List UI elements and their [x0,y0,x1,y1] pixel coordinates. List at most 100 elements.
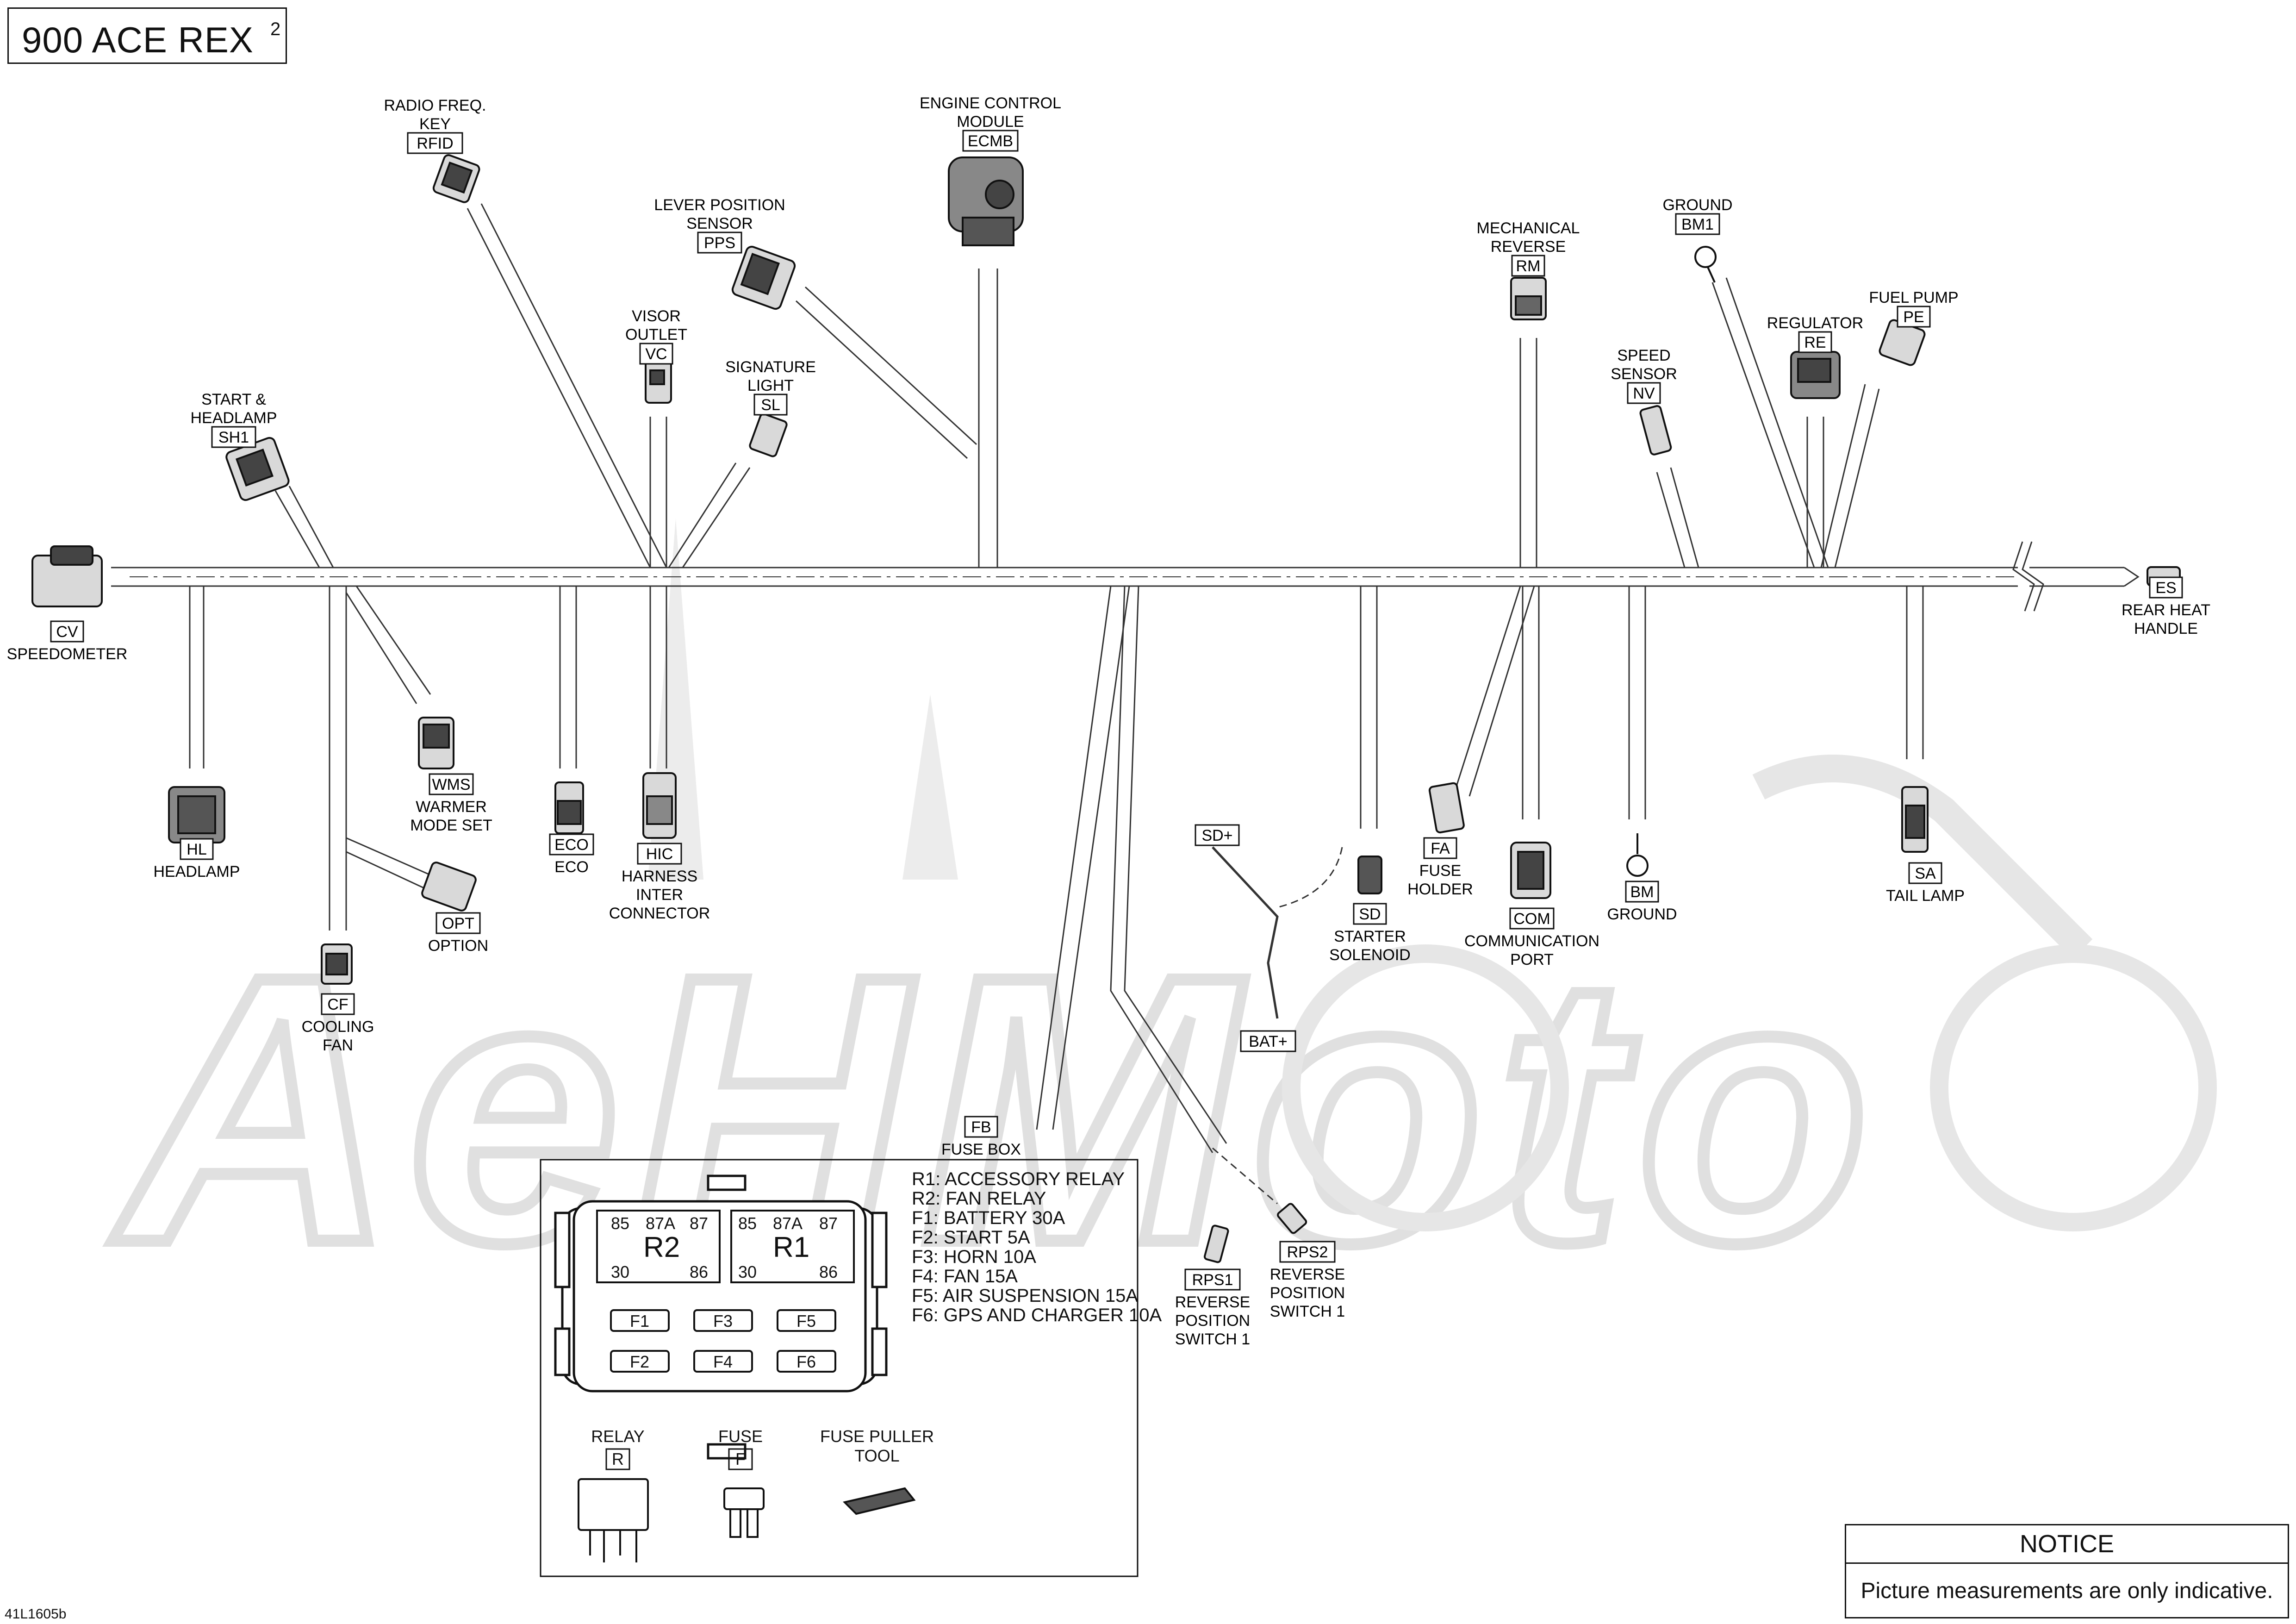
connector-code: ES [2155,579,2176,597]
diagram-title-superscript: 2 [270,19,281,39]
sa-connector-icon [1901,786,1929,853]
connector-description: REGULATOR [1767,314,1863,332]
connector-description: GROUND [1662,196,1732,214]
connector-description: SENSOR [686,215,753,232]
relay-r2-name: R2 [643,1231,680,1263]
pin-label: 30 [738,1262,757,1281]
connector-code: NV [1633,385,1655,402]
connector-code-box [407,132,463,154]
pin-label: 87 [690,1214,708,1233]
connector-code-box [964,1116,998,1138]
fuse-slot-labels: F1 F3 F5 F2 F4 F6 [630,1312,816,1371]
connector-description: OPTION [428,937,488,955]
connector-code-box [639,343,673,365]
connector-description: INTER [636,886,683,904]
relay-part-code: R [612,1449,624,1468]
relay-r2-labels: 85 87A 87 R2 30 86 [611,1214,708,1281]
connector-code-box [1279,1241,1336,1263]
connector-description: SIGNATURE [725,358,816,376]
connector-description: HOLDER [1407,881,1473,898]
fuse-icon [723,1487,765,1538]
connector-code-box [549,833,594,856]
connector-description: ECO [554,858,589,876]
fuse-box-detail [540,1159,1139,1577]
com-connector-icon [1510,842,1551,899]
fuse-legend-line: F2: START 5A [912,1227,1030,1248]
connector-code: SA [1915,865,1936,882]
connector-code: FA [1431,840,1450,857]
fa-connector-icon [1428,782,1465,834]
connector-description: POSITION [1175,1312,1250,1330]
connector-code: OPT [442,915,474,932]
connector-description: VISOR [632,307,681,325]
connector-code: PE [1903,308,1924,326]
connector-code: RM [1516,257,1541,275]
pin-label: 87A [773,1214,803,1233]
connector-description: LEVER POSITION [654,196,785,214]
connector-code-box [1184,1268,1241,1291]
connector-code-box [50,620,84,643]
connector-code: CF [327,996,348,1013]
pin-label: 87 [819,1214,838,1233]
pin-label: 86 [690,1262,708,1281]
fuse-slot-label: F6 [796,1352,816,1371]
connector-code-box [180,838,214,860]
wms-connector-icon [418,717,454,769]
sd-connector-icon [1357,856,1382,894]
connector-label-re: REGULATOR RE [1767,314,1863,353]
watermark: AeHMoto [102,518,2217,1327]
rps2-terminal-icon [1277,1203,1307,1234]
connector-code-box [1908,862,1942,884]
harness-branches [111,203,2140,1205]
connector-code: RE [1804,334,1826,351]
connector-description: HANDLE [2134,620,2198,637]
connector-code-box [1423,837,1457,859]
notice-box: NOTICE Picture measurements are only ind… [1845,1524,2289,1618]
connector-description: MECHANICAL [1477,219,1580,237]
connector-description: FAN [323,1037,353,1054]
connector-code: CV [56,623,78,641]
rm-connector-icon [1510,277,1547,320]
fuse-part-code: F [735,1449,746,1468]
pin-label: 85 [738,1214,757,1233]
fuse-puller-label: FUSE PULLER [820,1427,934,1446]
connector-code-box [753,394,788,416]
connector-label-sdp: SD+ [1195,824,1240,846]
opt-connector-icon [421,862,477,912]
pin-label: 85 [611,1214,629,1233]
connector-description: CONNECTOR [609,905,710,922]
connector-code: COM [1513,910,1550,928]
relay-icon [578,1478,649,1562]
fuse-slot-label: F4 [713,1352,733,1371]
connector-description: REVERSE [1270,1266,1345,1283]
diagram-title: 900 ACE REX [22,19,254,60]
fuse-legend-line: F4: FAN 15A [912,1266,1018,1287]
connector-code: HL [187,841,206,858]
connector-code-box [321,993,355,1015]
fuse-box-body [554,1174,888,1460]
re-connector-icon [1790,351,1841,399]
pin-label: 30 [611,1262,629,1281]
harness-trunks [130,541,2124,612]
fuse-legend-line: R1: ACCESSORY RELAY [912,1169,1125,1189]
connector-description: SWITCH 1 [1270,1303,1345,1320]
sl-connector-icon [749,413,788,457]
connector-label-opt: OPT OPTION [428,912,488,955]
connector-description: KEY [419,115,451,133]
connector-code: HIC [646,845,673,863]
rfid-connector-icon [432,154,480,203]
connector-code-box [697,231,742,254]
notice-text: Picture measurements are only indicative… [1860,1579,2273,1603]
